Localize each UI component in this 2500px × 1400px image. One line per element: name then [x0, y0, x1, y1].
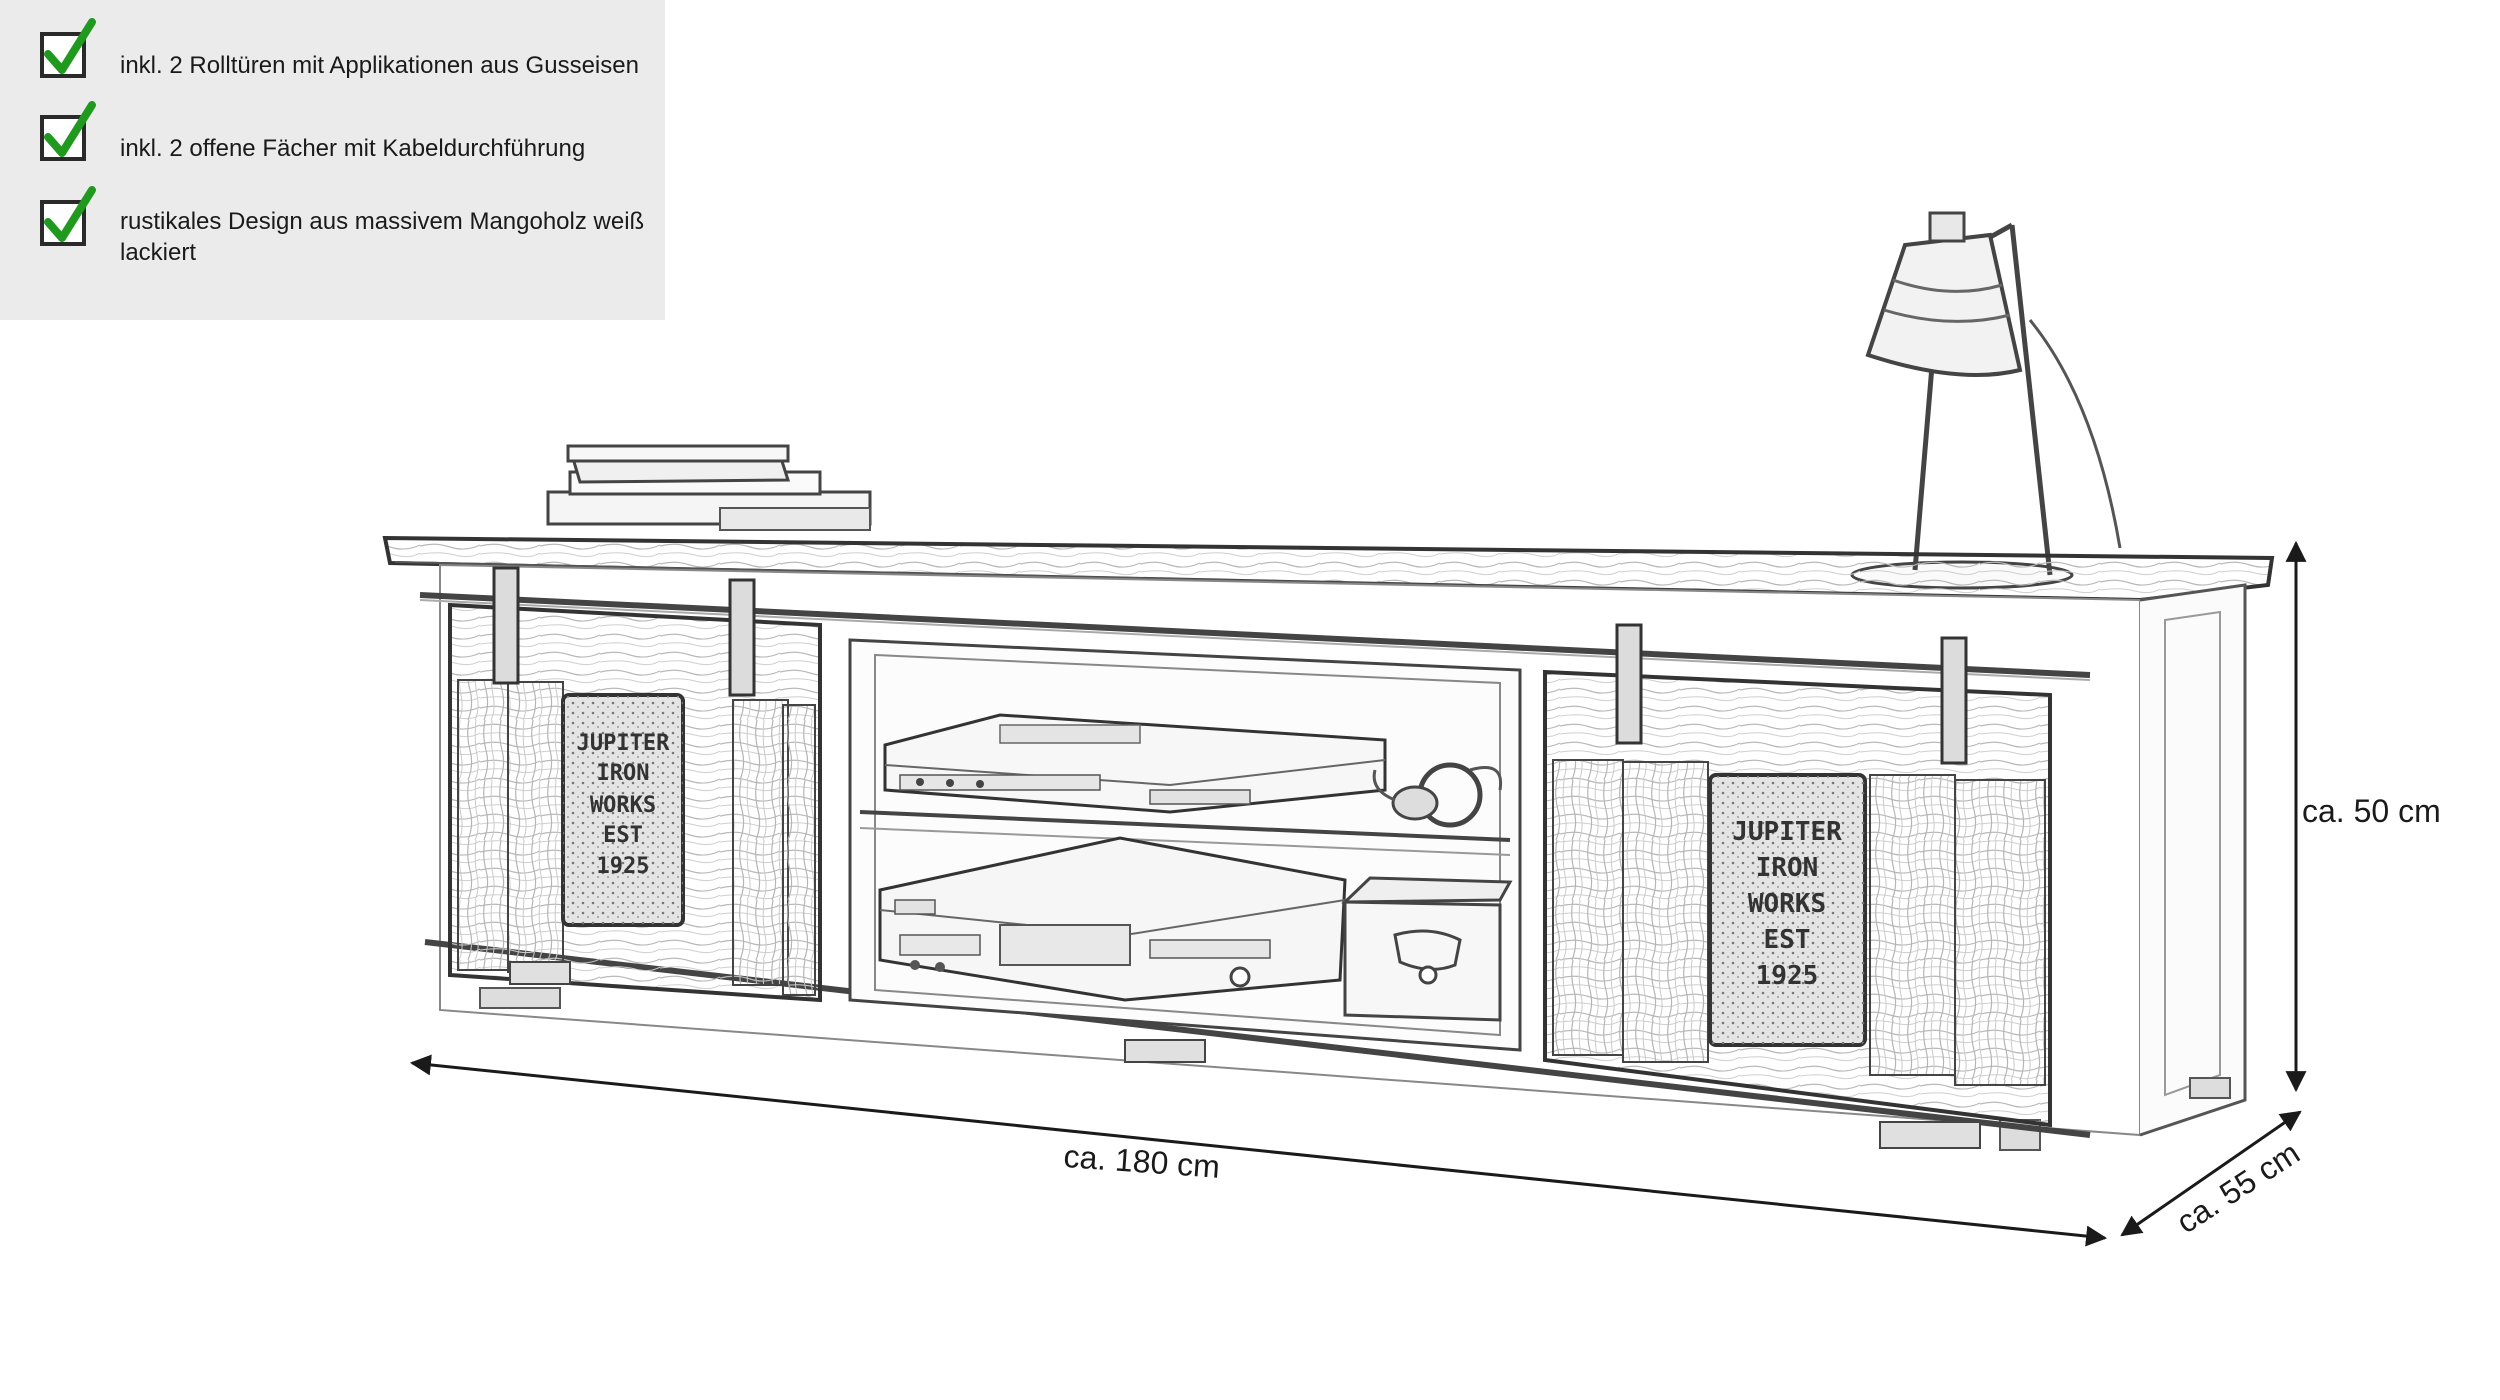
plate-line: JUPITER: [577, 731, 670, 756]
width-dimension-line: [409, 1054, 2108, 1247]
plate-line: EST: [603, 823, 643, 848]
plate-line: WORKS: [590, 793, 656, 818]
lamp: [1850, 211, 2122, 590]
plate-line: JUPITER: [1732, 817, 1842, 847]
plate-line: 1925: [597, 854, 650, 879]
checkbox-icon: [40, 18, 96, 78]
receiver-lower: [878, 836, 1347, 1002]
feature-item: inkl. 2 offene Fächer mit Kabeldurchführ…: [40, 101, 586, 164]
plate-line: EST: [1764, 925, 1811, 955]
feature-item: rustikales Design aus massivem Mangoholz…: [40, 186, 660, 268]
plate-line: IRON: [597, 761, 650, 786]
feature-text: inkl. 2 offene Fächer mit Kabeldurchführ…: [120, 135, 586, 162]
books: [546, 444, 872, 531]
check-icon: [44, 101, 96, 157]
check-icon: [44, 186, 96, 242]
feature-text: rustikales Design aus massivem Mangoholz…: [120, 208, 645, 266]
sliding-door-left: JUPITER IRON WORKS EST 1925: [448, 566, 822, 1003]
plate-line: IRON: [1756, 853, 1819, 883]
depth-dimension-line: [2120, 1110, 2302, 1237]
checkbox-icon: [40, 101, 96, 161]
headphones: [1372, 762, 1503, 828]
check-icon: [44, 18, 96, 74]
plate-line: 1925: [1756, 961, 1819, 991]
dimension-lines: [409, 540, 2307, 1247]
sliding-door-right: JUPITER IRON WORKS EST 1925: [1124, 623, 2052, 1149]
plate-line: WORKS: [1748, 889, 1826, 919]
checkbox-icon: [40, 186, 96, 246]
feature-item: inkl. 2 Rolltüren mit Applikationen aus …: [40, 18, 639, 81]
receiver-upper: [883, 713, 1387, 814]
feature-text: inkl. 2 Rolltüren mit Applikationen aus …: [120, 52, 639, 79]
height-label: ca. 50 cm: [2302, 793, 2441, 829]
storage-box: [1341, 876, 1513, 1022]
feature-panel: inkl. 2 Rolltüren mit Applikationen aus …: [0, 0, 665, 320]
